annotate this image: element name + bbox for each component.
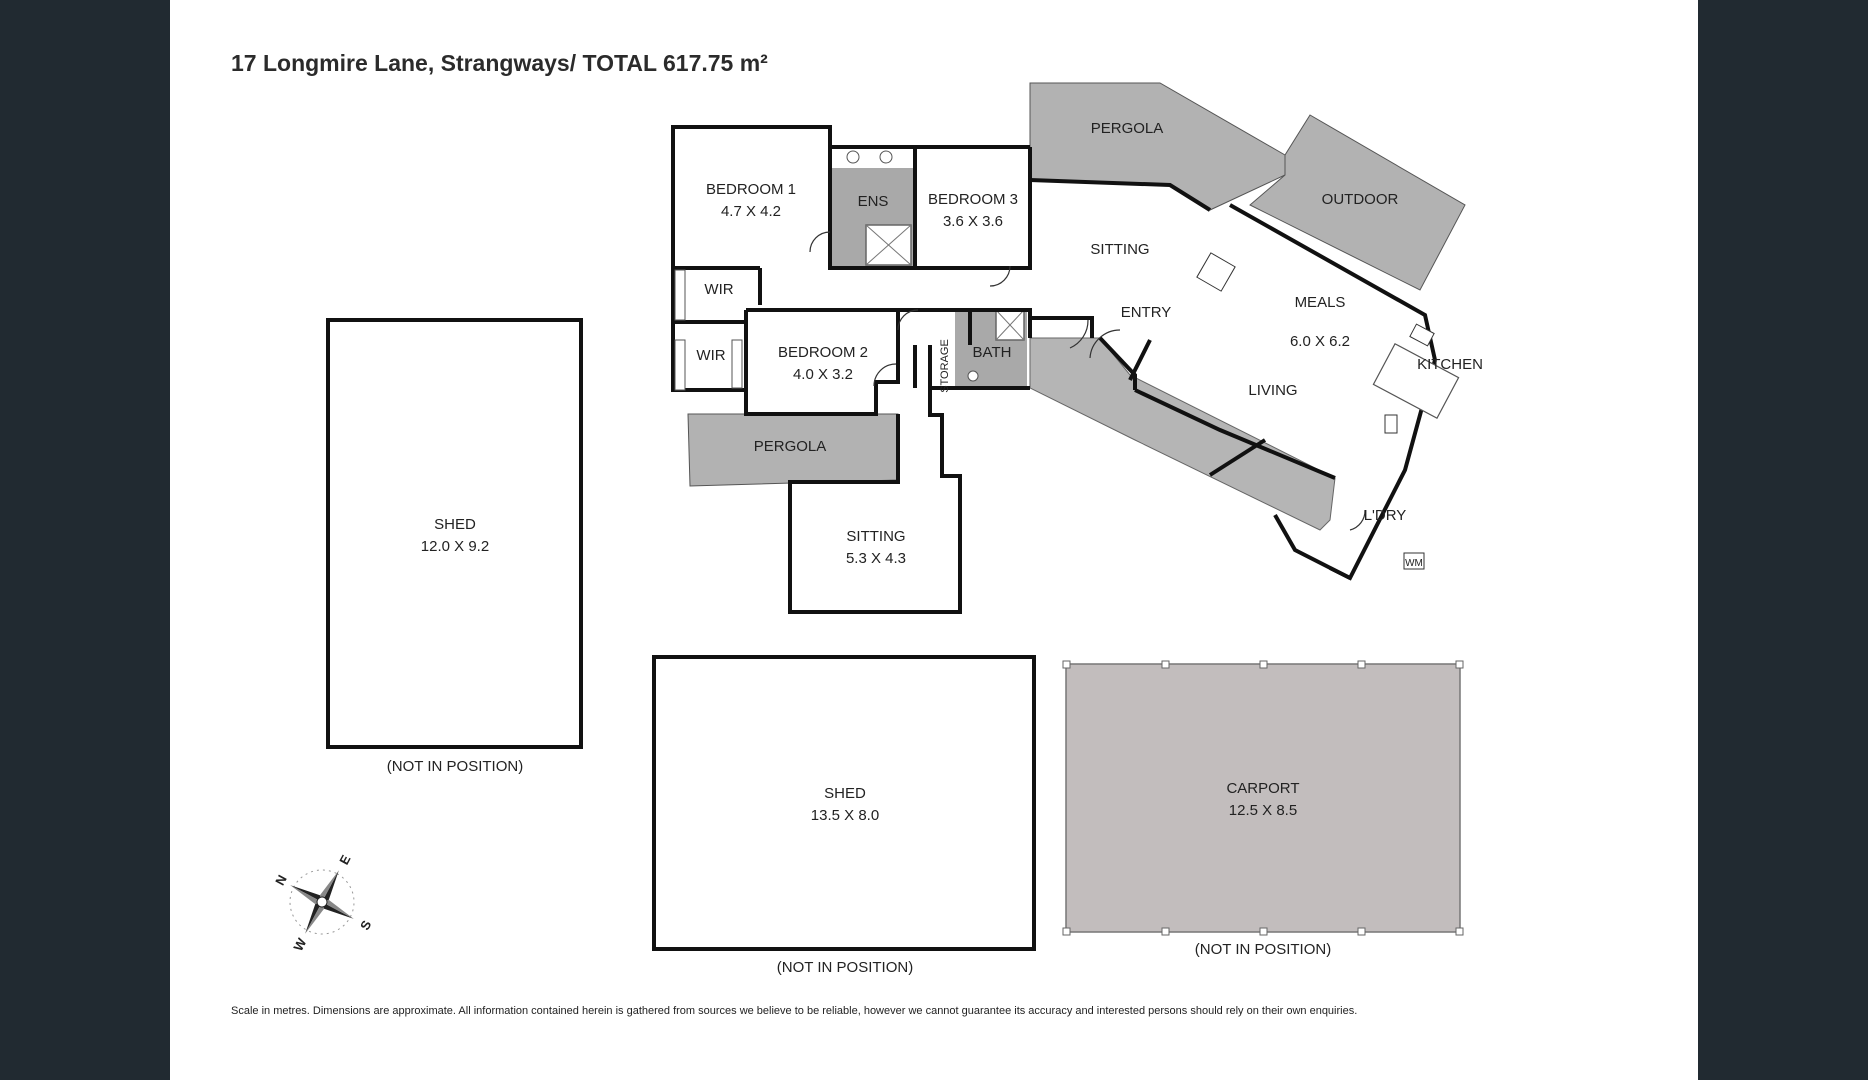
room-label: BEDROOM 3: [928, 191, 1018, 208]
room-label: MEALS: [1295, 294, 1346, 311]
floor-plan-sheet: 17 Longmire Lane, Strangways/ TOTAL 617.…: [170, 0, 1698, 1080]
sink-kitchen: [1384, 414, 1398, 434]
door-swings: [809, 231, 1366, 531]
shed-center-note: (NOT IN POSITION): [777, 959, 913, 976]
ens-basin-1: [846, 150, 860, 164]
shed-center-size: 13.5 X 8.0: [811, 807, 879, 824]
shed-center: [652, 655, 1036, 951]
pergola-top-area: [1029, 82, 1286, 211]
room-label: L'DRY: [1364, 507, 1407, 524]
carport-note: (NOT IN POSITION): [1195, 941, 1331, 958]
carport-size: 12.5 X 8.5: [1229, 802, 1297, 819]
carport-label: CARPORT: [1226, 780, 1299, 797]
compass-rose-icon: N E S W: [272, 852, 374, 954]
kitchen-island: [1372, 342, 1460, 420]
room-label: BEDROOM 1: [706, 181, 796, 198]
room-label: OUTDOOR: [1322, 191, 1399, 208]
room-label: ENTRY: [1121, 304, 1172, 321]
shed-left-size: 12.0 X 9.2: [421, 538, 489, 555]
shed-left-label: SHED: [434, 516, 476, 533]
floor-plan: BEDROOM 1 4.7 X 4.2 ENS BEDROOM 3 3.6 X …: [272, 82, 1483, 976]
room-size: 5.3 X 4.3: [846, 550, 906, 567]
room-label: SITTING: [1090, 241, 1149, 258]
wm-box: [1403, 552, 1425, 570]
ens-basin-2: [879, 150, 893, 164]
room-label: STORAGE: [939, 339, 951, 393]
compass-s: S: [357, 918, 374, 933]
room-label: LIVING: [1248, 382, 1297, 399]
compass-w: W: [290, 935, 309, 954]
bath-toilet: [967, 370, 979, 382]
page-title: 17 Longmire Lane, Strangways/ TOTAL 617.…: [231, 50, 768, 76]
room-label: SITTING: [846, 528, 905, 545]
cooktop: [1409, 323, 1435, 347]
room-size: 4.0 X 3.2: [793, 366, 853, 383]
carport-posts: [1062, 660, 1464, 936]
disclaimer-text: Scale in metres. Dimensions are approxim…: [231, 1005, 1358, 1017]
shed-left-note: (NOT IN POSITION): [387, 758, 523, 775]
room-label: WM: [1405, 558, 1423, 569]
fireplace: [1196, 252, 1236, 292]
entry-walkway: [1029, 337, 1336, 531]
shed-left: [326, 318, 583, 749]
room-label: KITCHEN: [1417, 356, 1483, 373]
carport: [1065, 663, 1461, 933]
room-label: BEDROOM 2: [778, 344, 868, 361]
outdoor-area: [1249, 114, 1466, 291]
room-label: BATH: [973, 344, 1012, 361]
room-label: WIR: [696, 347, 725, 364]
wardrobe-rails: [674, 269, 743, 391]
compass-e: E: [336, 852, 353, 867]
room-label: PERGOLA: [1091, 120, 1164, 137]
compass-n: N: [272, 873, 290, 888]
room-size: 3.6 X 3.6: [943, 213, 1003, 230]
room-label: PERGOLA: [754, 438, 827, 455]
room-size: 4.7 X 4.2: [721, 203, 781, 220]
shed-center-label: SHED: [824, 785, 866, 802]
room-size: 6.0 X 6.2: [1290, 333, 1350, 350]
house-walls: [671, 125, 1437, 614]
room-label: ENS: [858, 193, 889, 210]
room-label: WIR: [704, 281, 733, 298]
